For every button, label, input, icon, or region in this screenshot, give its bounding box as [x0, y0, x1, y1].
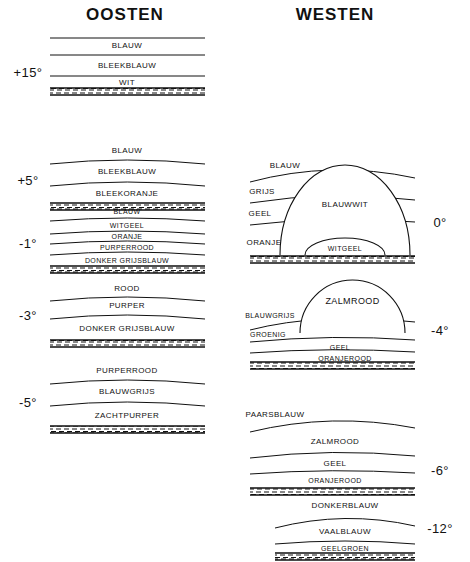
dome-label: BLAUWWIT — [280, 201, 410, 209]
ground-hatch — [50, 340, 205, 347]
ground-edge — [50, 88, 205, 95]
ground-band — [250, 256, 415, 263]
ground-band — [275, 553, 415, 560]
sky-band-label: ORANJE — [247, 239, 282, 247]
sun-glow-dome: BLAUWWIT WITGEEL — [280, 165, 410, 255]
sky-band-label: GROENIG — [250, 331, 286, 338]
altitude-label: -6° — [431, 464, 449, 477]
sky-band-label: GEELGROEN — [321, 545, 369, 552]
ground-edge — [50, 426, 205, 433]
ground-band — [50, 88, 205, 95]
altitude-label: -4° — [431, 324, 449, 337]
altitude-label: +5° — [17, 174, 38, 187]
sky-band-label: PURPERROOD — [100, 244, 154, 251]
dome-label: WITGEEL — [305, 245, 385, 252]
ground-edge — [50, 266, 205, 273]
sky-band-label: BLAUW — [270, 162, 300, 170]
sky-band-label: BLAUW — [112, 42, 142, 50]
sun-glow-dome: WITGEEL — [305, 238, 385, 255]
ground-hatch — [250, 362, 415, 369]
band-line — [50, 252, 205, 255]
sky-band-label: WIT — [119, 79, 135, 87]
column-heading: OOSTEN — [86, 6, 164, 23]
band-line — [275, 518, 415, 528]
ground-band — [250, 362, 415, 369]
ground-hatch — [50, 88, 205, 95]
sky-band-label: BLAUWGRIJS — [245, 312, 295, 319]
sky-band-label: ORANJEROOD — [318, 355, 371, 362]
ground-band — [50, 266, 205, 273]
altitude-label: -5° — [19, 396, 37, 409]
sky-band-label: DONKER GRIJSBLAUW — [85, 257, 169, 264]
ground-edge — [250, 362, 415, 369]
band-line — [50, 160, 205, 164]
sky-band-label: GEEL — [249, 210, 272, 218]
band-line — [275, 541, 415, 544]
sky-band-label: ROOD — [114, 285, 140, 293]
band-line — [50, 182, 205, 186]
sky-band-label: DONKERBLAUW — [311, 502, 378, 510]
dome-arc — [280, 165, 410, 255]
altitude-label: -1° — [19, 237, 37, 250]
sky-band-label: ZACHTPURPER — [95, 412, 159, 420]
band-line — [50, 297, 205, 301]
band-line — [50, 218, 205, 221]
sun-glow-dome: ZALMROOD — [300, 280, 405, 333]
sky-band-label: ORANJEROOD — [308, 477, 361, 484]
band-line — [50, 315, 205, 319]
ground-hatch — [50, 266, 205, 273]
altitude-label: -3° — [19, 309, 37, 322]
dome-label: ZALMROOD — [300, 297, 405, 306]
ground-hatch — [250, 488, 415, 495]
ground-edge — [50, 340, 205, 347]
sky-band-label: ORANJE — [112, 233, 143, 240]
band-line — [50, 38, 205, 39]
band-line — [50, 55, 205, 56]
ground-band — [250, 488, 415, 495]
band-line — [50, 402, 205, 406]
ground-band — [50, 340, 205, 347]
ground-edge — [250, 488, 415, 495]
column-heading: WESTEN — [296, 6, 375, 23]
altitude-label: 0° — [433, 216, 446, 229]
sky-band-label: BLEEKBLAUW — [98, 168, 156, 176]
ground-band — [50, 426, 205, 433]
ground-edge — [275, 553, 415, 560]
ground-hatch — [275, 553, 415, 560]
band-line — [50, 76, 205, 77]
band-line — [50, 380, 205, 384]
band-line — [250, 421, 415, 432]
sky-band-label: BLEEKORANJE — [96, 190, 159, 198]
altitude-label: +15° — [14, 66, 43, 79]
sky-band-label: VAALBLAUW — [319, 528, 371, 536]
sky-band-label: GEEL — [330, 344, 350, 351]
dome-arc — [305, 238, 385, 255]
dome-outline — [300, 280, 405, 333]
sky-band-label: ZALMROOD — [311, 438, 360, 446]
sky-band-label: BLAUW — [114, 208, 141, 215]
ground-hatch — [250, 256, 415, 263]
sky-band-label: PAARSBLAUW — [246, 411, 305, 419]
sky-band-label: BLAUWGRIJS — [99, 388, 155, 396]
sky-band-label: GRIJS — [249, 188, 275, 196]
altitude-label: -12° — [427, 522, 453, 535]
ground-hatch — [50, 426, 205, 433]
sky-band-label: GEEL — [324, 460, 347, 468]
band-line — [250, 471, 415, 474]
sky-band-label: BLAUW — [112, 147, 142, 155]
sky-band-label: BLEEKBLAUW — [98, 62, 156, 70]
sky-band-label: DONKER GRIJSBLAUW — [79, 325, 174, 333]
band-line — [250, 337, 415, 342]
sky-band-label: PURPER — [109, 302, 145, 310]
sky-band-label: PURPERROOD — [96, 367, 157, 375]
sky-band-label: WITGEEL — [110, 222, 144, 229]
dome-arc — [300, 280, 405, 333]
band-line — [250, 452, 415, 458]
ground-edge — [250, 256, 415, 263]
